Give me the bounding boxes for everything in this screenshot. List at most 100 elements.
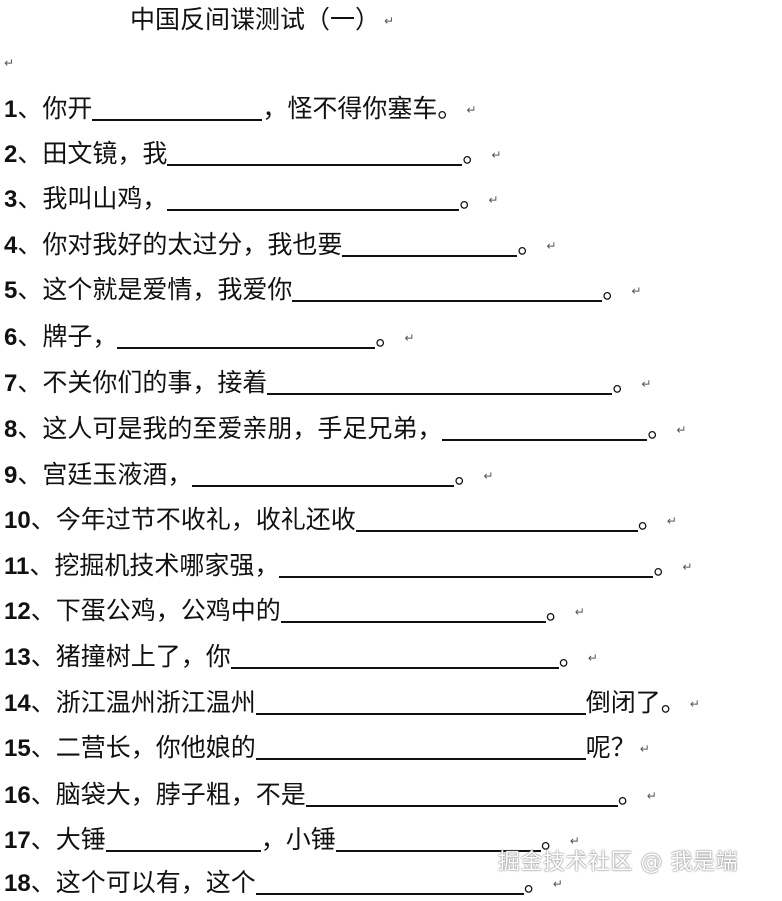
enumeration-comma: 、: [17, 414, 43, 443]
question-number: 6: [4, 324, 18, 351]
answer-blank[interactable]: [230, 641, 559, 669]
question-ending: 呢？: [585, 733, 636, 762]
question-ending: 。: [602, 275, 628, 304]
question-prompt: 这人可是我的至爱亲朋，手足兄弟，: [42, 414, 443, 443]
question-prompt: 这个就是爱情，我爱你: [42, 275, 293, 304]
answer-blank[interactable]: [192, 459, 455, 487]
question-item: 11、挖掘机技术哪家强，。↵: [4, 549, 692, 583]
question-number: 8: [4, 416, 18, 443]
question-item: 5、这个就是爱情，我爱你。↵: [4, 273, 641, 307]
question-number: 3: [4, 186, 18, 213]
question-item: 15、二营长，你他娘的呢？↵: [4, 731, 650, 765]
paragraph-mark-icon: ↵: [682, 560, 693, 574]
paragraph-mark-icon: ↵: [384, 14, 395, 28]
answer-blank[interactable]: [267, 367, 613, 395]
question-prompt: 田文镜，我: [42, 139, 168, 168]
paragraph-mark-icon: ↵: [546, 239, 557, 253]
question-item: 8、这人可是我的至爱亲朋，手足兄弟，。↵: [4, 412, 686, 446]
paragraph-mark-icon: ↵: [639, 742, 650, 756]
enumeration-comma: 、: [17, 139, 43, 168]
answer-blank[interactable]: [355, 504, 638, 532]
answer-blank[interactable]: [167, 138, 463, 166]
question-prompt: 下蛋公鸡，公鸡中的: [55, 596, 281, 625]
question-item: 2、田文镜，我 。↵: [4, 137, 501, 171]
enumeration-comma: 、: [17, 184, 43, 213]
answer-blank[interactable]: [292, 274, 603, 302]
question-ending: 。: [545, 596, 571, 625]
answer-blank[interactable]: [442, 413, 648, 441]
question-ending: 。: [459, 184, 485, 213]
answer-blank[interactable]: [255, 732, 586, 760]
answer-blank[interactable]: [167, 183, 460, 211]
enumeration-comma: 、: [30, 733, 56, 762]
answer-blank[interactable]: [117, 321, 376, 349]
paragraph-mark-icon: ↵: [587, 651, 598, 665]
question-number: 9: [4, 462, 18, 489]
question-number: 4: [4, 232, 18, 259]
paragraph-mark-icon: ↵: [466, 103, 477, 117]
paragraph-mark-icon: ↵: [488, 193, 499, 207]
question-item: 9、宫廷玉液酒， 。↵: [4, 458, 493, 492]
question-number: 11: [4, 553, 30, 580]
answer-blank-2[interactable]: [335, 824, 541, 852]
question-ending: 。: [437, 94, 463, 123]
paragraph-mark-icon: ↵: [646, 789, 657, 803]
question-ending: 。: [653, 551, 679, 580]
answer-blank[interactable]: [342, 229, 518, 257]
enumeration-comma: 、: [17, 368, 43, 397]
question-item: 1、你开，怪不得你塞车。↵: [4, 92, 476, 126]
question-item: 17、大锤，小锤。↵: [4, 823, 580, 857]
question-number: 15: [4, 735, 31, 762]
answer-blank[interactable]: [255, 687, 586, 715]
paragraph-mark-icon: ↵: [491, 148, 502, 162]
document-title: 中国反间谍测试（一）↵: [130, 4, 394, 37]
answer-blank[interactable]: [105, 824, 261, 852]
question-ending: 。: [617, 780, 643, 809]
question-number: 10: [4, 507, 31, 534]
question-ending: 倒闭了。: [585, 688, 686, 717]
question-prompt: 宫廷玉液酒，: [42, 460, 193, 489]
paragraph-mark-icon: ↵: [689, 697, 700, 711]
question-ending: 。: [462, 139, 488, 168]
question-item: 14、浙江温州浙江温州倒闭了。↵: [4, 686, 700, 720]
question-ending: 。: [517, 230, 543, 259]
question-item: 12、下蛋公鸡，公鸡中的。↵: [4, 594, 585, 628]
answer-blank[interactable]: [305, 779, 618, 807]
question-number: 2: [4, 141, 18, 168]
enumeration-comma: 、: [30, 505, 56, 534]
paragraph-mark-icon: ↵: [676, 423, 687, 437]
question-prompt: 牌子，: [42, 322, 118, 351]
paragraph-mark-icon: ↵: [552, 877, 563, 891]
question-prompt: 大锤: [55, 825, 106, 854]
question-item: 7、不关你们的事，接着。↵: [4, 366, 651, 400]
enumeration-comma: 、: [17, 94, 43, 123]
enumeration-comma: 、: [30, 780, 56, 809]
answer-blank[interactable]: [255, 867, 524, 895]
paragraph-mark-icon: ↵: [4, 56, 15, 70]
enumeration-comma: 、: [17, 275, 43, 304]
question-prompt: 挖掘机技术哪家强，: [54, 551, 280, 580]
question-item: 4、你对我好的太过分，我也要。↵: [4, 228, 556, 262]
question-prompt: 这个可以有，这个: [55, 868, 256, 897]
question-prompt: 猪撞树上了，你: [55, 642, 231, 671]
question-number: 18: [4, 870, 31, 897]
question-ending: 。: [375, 322, 401, 351]
enumeration-comma: 、: [17, 322, 43, 351]
enumeration-comma: 、: [30, 868, 56, 897]
answer-blank[interactable]: [280, 595, 546, 623]
paragraph-mark-icon: ↵: [569, 834, 580, 848]
question-ending: 。: [637, 505, 663, 534]
paragraph-mark-icon: ↵: [483, 469, 494, 483]
question-ending: 。: [454, 460, 480, 489]
paragraph-mark-icon: ↵: [641, 377, 652, 391]
title-text: 中国反间谍测试（一）: [130, 5, 381, 34]
watermark: 掘金技术社区 @ 我是端: [498, 850, 738, 875]
answer-blank[interactable]: [92, 93, 263, 121]
question-prompt: 今年过节不收礼，收礼还收: [55, 505, 356, 534]
answer-blank[interactable]: [279, 550, 654, 578]
enumeration-comma: 、: [17, 460, 43, 489]
question-ending: 。: [523, 868, 549, 897]
question-prompt-continued: ，小锤: [260, 825, 336, 854]
question-number: 16: [4, 782, 31, 809]
question-number: 17: [4, 827, 31, 854]
